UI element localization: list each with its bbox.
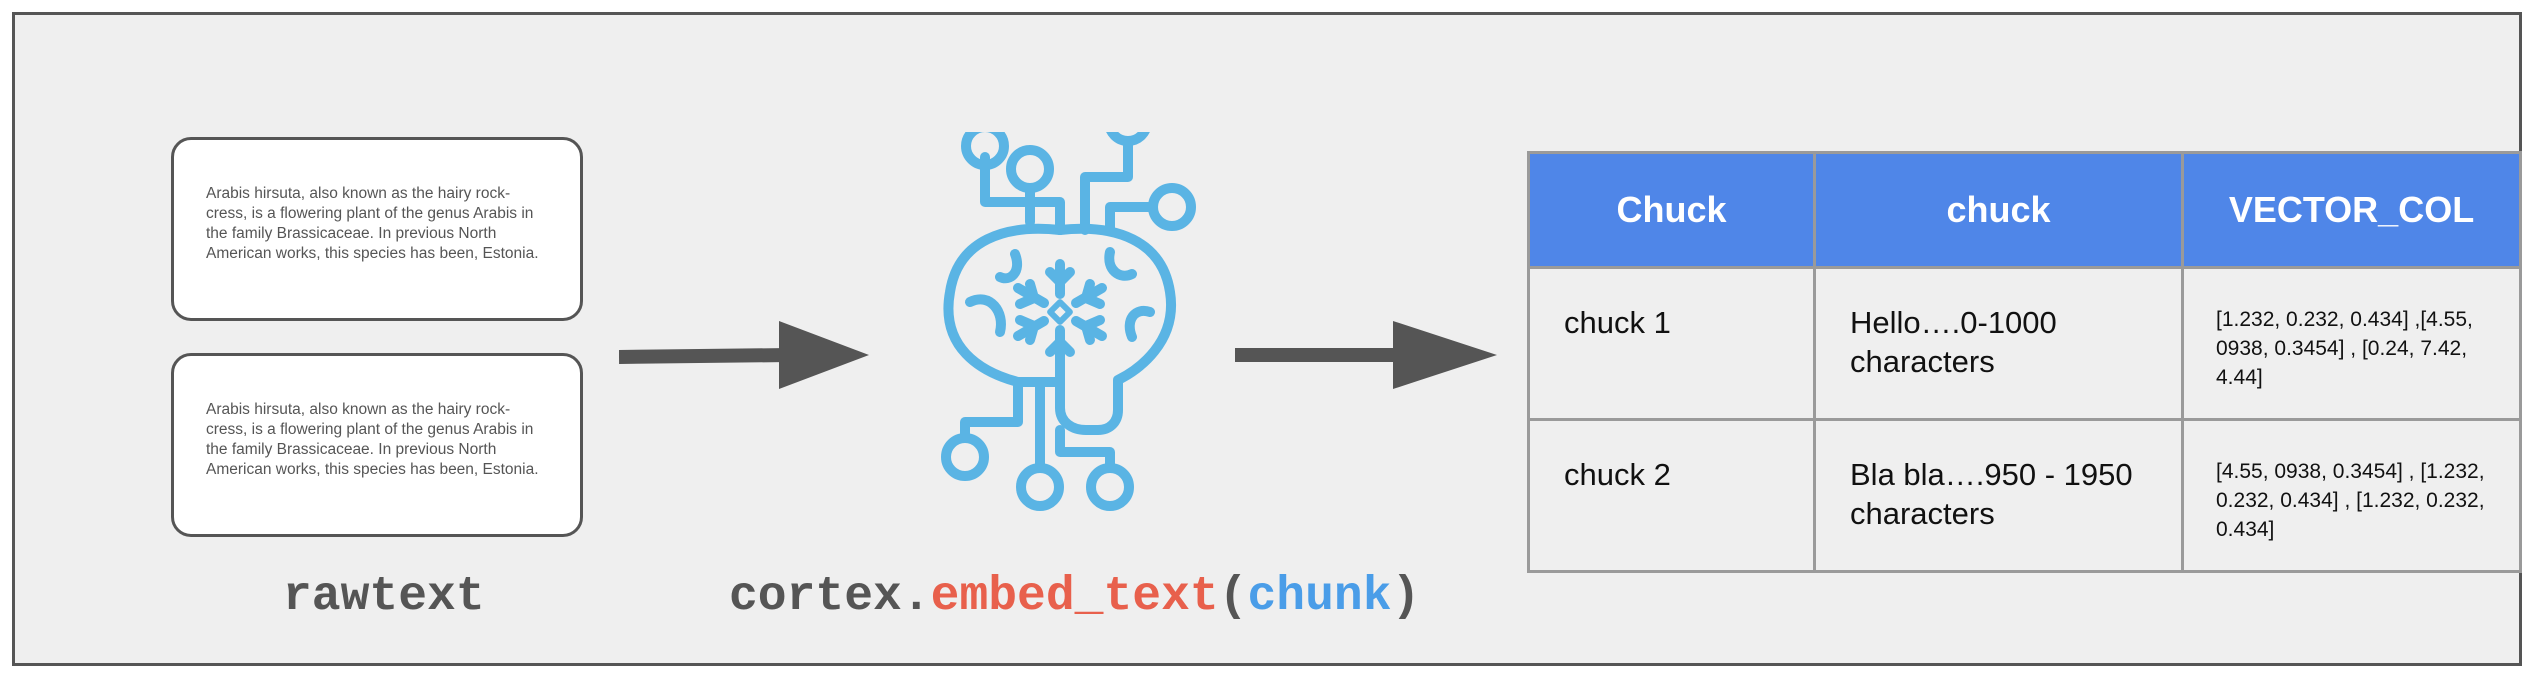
table-cell: Bla bla….950 - 1950 characters: [1813, 418, 2184, 573]
raw-text-card-1: Arabis hirsuta, also known as the hairy …: [171, 137, 583, 321]
table-cell: [1.232, 0.232, 0.434] ,[4.55, 0938, 0.34…: [2181, 266, 2522, 421]
table-cell: Hello….0-1000 characters: [1813, 266, 2184, 421]
arrow-right-icon: [619, 321, 869, 389]
arrow-right-icon: [1235, 321, 1497, 389]
table-row: chuck 1 Hello….0-1000 characters [1.232,…: [1527, 266, 2522, 421]
table-cell: chuck 2: [1527, 418, 1816, 573]
table-row: chuck 2 Bla bla….950 - 1950 characters […: [1527, 418, 2522, 573]
embed-text-function: embed_text: [930, 570, 1219, 624]
raw-text-card-2: Arabis hirsuta, also known as the hairy …: [171, 353, 583, 537]
table-header-row: Chuck chuck VECTOR_COL: [1527, 151, 2522, 269]
raw-text-card-text: Arabis hirsuta, also known as the hairy …: [206, 185, 539, 262]
cortex-prefix: cortex.: [729, 570, 931, 624]
snowflake-brain-circuit-icon: [941, 132, 1196, 511]
rawtext-label: rawtext: [283, 570, 485, 624]
cortex-embed-text-label: cortex.embed_text(chunk): [729, 570, 1420, 624]
chunk-argument: chunk: [1247, 570, 1392, 624]
paren-close: ): [1391, 570, 1421, 624]
diagram-canvas: Arabis hirsuta, also known as the hairy …: [12, 12, 2522, 666]
column-header: Chuck: [1527, 151, 1816, 269]
table-cell: [4.55, 0938, 0.3454] , [1.232, 0.232, 0.…: [2181, 418, 2522, 573]
column-header: VECTOR_COL: [2181, 151, 2522, 269]
paren-open: (: [1218, 570, 1248, 624]
vector-table: Chuck chuck VECTOR_COL chuck 1 Hello….0-…: [1527, 151, 2522, 573]
column-header: chuck: [1813, 151, 2184, 269]
table-cell: chuck 1: [1527, 266, 1816, 421]
raw-text-card-text: Arabis hirsuta, also known as the hairy …: [206, 401, 539, 478]
